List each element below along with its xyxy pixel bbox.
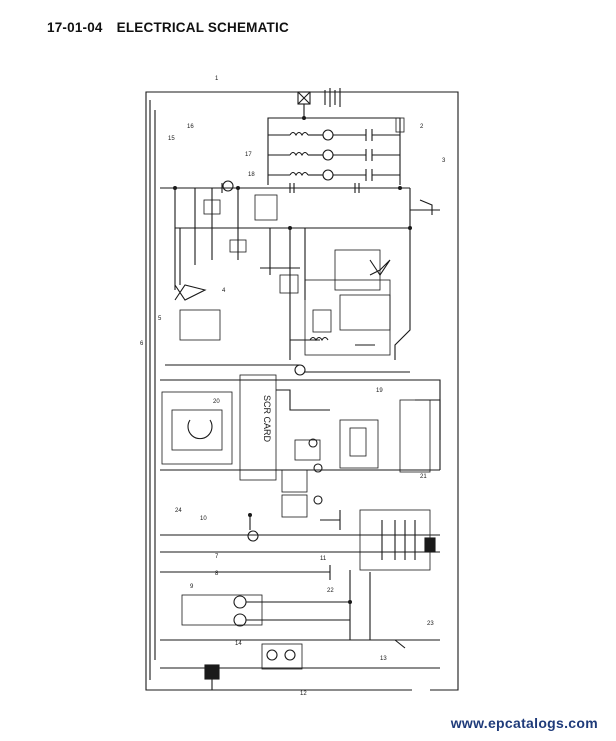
wire-label: 5 xyxy=(158,316,162,322)
wire-label: 1 xyxy=(215,76,219,82)
section-code: 17-01-04 xyxy=(47,20,103,35)
wire-label: 16 xyxy=(187,124,194,130)
page-heading: 17-01-04 ELECTRICAL SCHEMATIC xyxy=(47,20,289,35)
lamp-horn-branches xyxy=(160,530,440,690)
scr-card-section: SCR CARD xyxy=(160,374,441,530)
wire-label: 19 xyxy=(376,388,383,394)
wire-label: 9 xyxy=(190,584,194,590)
wire-label: 17 xyxy=(245,152,252,158)
wire-label: 15 xyxy=(168,136,175,142)
wire-label: 20 xyxy=(213,399,220,405)
wire-label: 4 xyxy=(222,288,226,294)
page-title: ELECTRICAL SCHEMATIC xyxy=(116,20,289,35)
switch-panel xyxy=(320,509,436,571)
battery-contactor-group xyxy=(267,88,405,185)
wire-label: 18 xyxy=(248,172,255,178)
wire-label: 23 xyxy=(427,621,434,627)
junction-dots xyxy=(173,116,412,604)
wire-label: 14 xyxy=(235,641,242,647)
wire-label: 22 xyxy=(327,588,334,594)
outer-wiring xyxy=(145,91,459,691)
watermark: www.epcatalogs.com xyxy=(450,715,598,731)
accessory-circuit xyxy=(165,309,410,376)
wire-label: 7 xyxy=(215,554,219,560)
main-power-bus xyxy=(160,180,440,360)
wire-label: 13 xyxy=(380,656,387,662)
wire-number-labels: 1 2 3 4 5 6 7 8 9 10 11 12 13 14 15 16 1… xyxy=(140,76,446,697)
wire-label: 8 xyxy=(215,571,219,577)
wire-label: 24 xyxy=(175,508,182,514)
scr-card-label: SCR CARD xyxy=(262,395,272,443)
wire-label: 11 xyxy=(320,556,327,562)
wire-label: 2 xyxy=(420,124,424,130)
wire-label: 10 xyxy=(200,516,207,522)
motor-field-coils xyxy=(268,129,400,181)
wire-label: 21 xyxy=(420,474,427,480)
wire-label: 6 xyxy=(140,341,144,347)
wire-label: 3 xyxy=(442,158,446,164)
wire-label: 12 xyxy=(300,691,307,697)
controller-section xyxy=(260,249,391,356)
